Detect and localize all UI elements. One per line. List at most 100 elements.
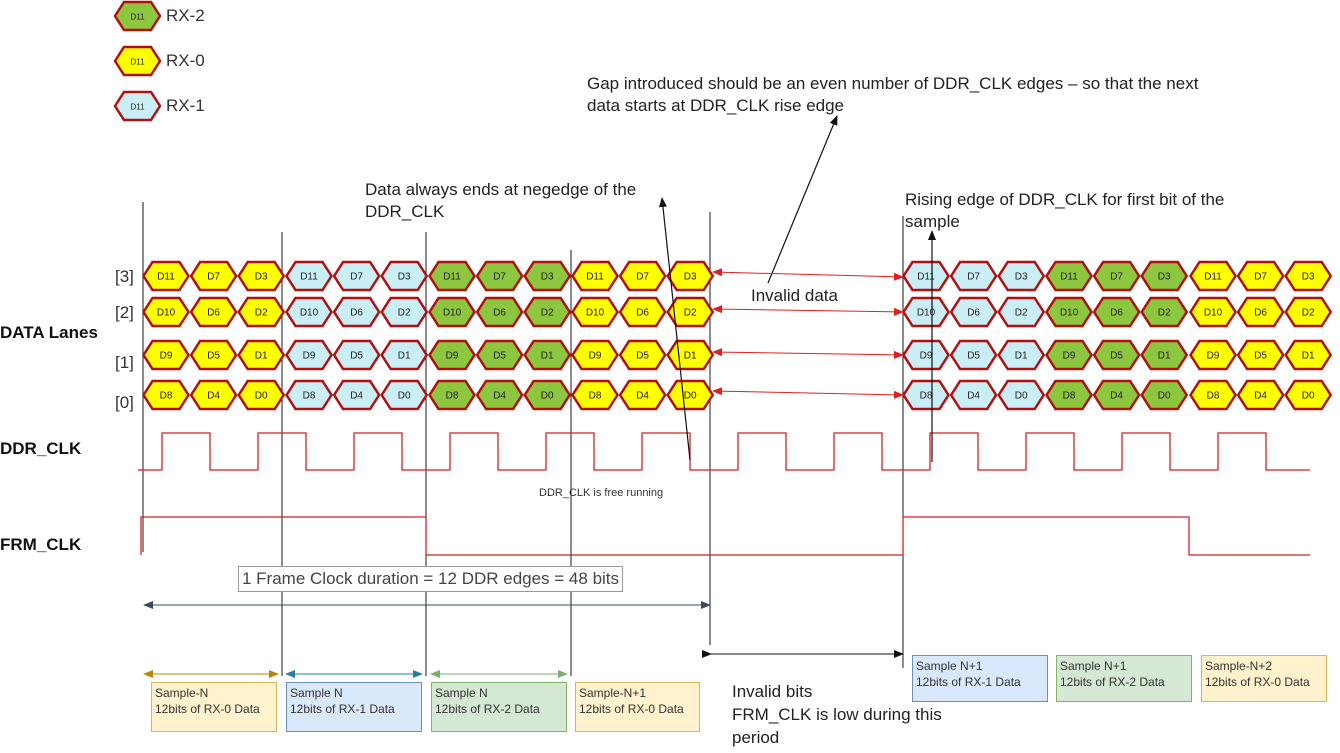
- data-cell: D10: [285, 296, 333, 328]
- data-cell-label: D6: [636, 308, 649, 319]
- data-cell-shape: [237, 339, 286, 371]
- data-cell: D7: [949, 260, 998, 292]
- data-cell: D3: [380, 260, 429, 292]
- data-cell-shape: [332, 296, 381, 328]
- data-cell: D2: [380, 296, 429, 328]
- data-cell-label: D4: [1254, 391, 1267, 402]
- data-cell-label: D0: [541, 391, 554, 402]
- data-cell-shape: [285, 379, 333, 411]
- data-cell-label: D10: [443, 308, 462, 319]
- data-cell-shape: [1092, 339, 1141, 371]
- data-cell: D5: [332, 339, 381, 371]
- annotation-arrows: [658, 115, 936, 462]
- lane-label-3: [3]: [115, 267, 134, 286]
- data-cell-shape: [332, 339, 381, 371]
- invalid-bits-note: Invalid bits FRM_CLK is low during this …: [732, 682, 942, 747]
- data-cell-label: D5: [636, 351, 649, 362]
- data-cell: D0: [237, 379, 286, 411]
- data-cell-label: D4: [493, 391, 506, 402]
- data-cell: D4: [475, 379, 524, 411]
- data-cell: D2: [1284, 296, 1333, 328]
- data-cell: D8: [428, 379, 476, 411]
- data-cell-shape: [428, 379, 476, 411]
- data-cell-shape: [237, 379, 286, 411]
- data-cell-label: D8: [303, 391, 316, 402]
- data-cell-label: D8: [1207, 391, 1220, 402]
- data-cell-shape: [428, 339, 476, 371]
- sample-box-title: Sample N: [435, 686, 488, 700]
- free-running-note: DDR_CLK is free running: [539, 487, 664, 499]
- data-cell-shape: [523, 339, 572, 371]
- data-cell: D9: [571, 339, 619, 371]
- data-cell-shape: [523, 296, 572, 328]
- data-cell-shape: [1045, 296, 1093, 328]
- data-cell: D1: [997, 339, 1046, 371]
- data-cell-label: D1: [1015, 351, 1028, 362]
- sample-box-title: Sample-N+2: [1205, 659, 1273, 673]
- data-cell: D7: [189, 260, 238, 292]
- sample-box: Sample N+1 12bits of RX-2 Data: [1056, 655, 1192, 702]
- data-cell-shape: [380, 379, 429, 411]
- data-cell: D9: [902, 339, 950, 371]
- gap-note: Gap introduced should be an even number …: [587, 74, 1199, 115]
- sample-box-desc: 12bits of RX-2 Data: [435, 702, 540, 716]
- data-cell-label: D6: [493, 308, 506, 319]
- data-cell-label: D4: [207, 391, 220, 402]
- data-cell: D11: [142, 260, 190, 292]
- data-lanes-label: DATA Lanes: [0, 323, 98, 342]
- data-cell: D7: [475, 260, 524, 292]
- data-cell: D2: [1140, 296, 1189, 328]
- data-cell-label: D10: [1060, 308, 1079, 319]
- data-cell-label: D5: [207, 351, 220, 362]
- data-cell-shape: [189, 339, 238, 371]
- data-cell: D1: [237, 339, 286, 371]
- data-cell-label: D5: [350, 351, 363, 362]
- invalid-data-arrow: [712, 268, 904, 281]
- data-cell-label: D11: [443, 272, 461, 283]
- data-cell-label: D6: [967, 308, 980, 319]
- data-cell: D0: [1140, 379, 1189, 411]
- sample-boundary-lines: [142, 202, 904, 676]
- data-cell-shape: [142, 339, 190, 371]
- data-cell: D3: [997, 260, 1046, 292]
- data-cell-shape: [949, 379, 998, 411]
- data-cell: D10: [428, 296, 476, 328]
- data-cell-label: D8: [160, 391, 173, 402]
- data-cell-shape: [1140, 339, 1189, 371]
- data-cell-shape: [1236, 260, 1285, 292]
- data-cell-label: D10: [586, 308, 605, 319]
- data-cell-label: D8: [589, 391, 602, 402]
- data-cell-shape: [475, 339, 524, 371]
- data-cell-shape: [285, 260, 333, 292]
- data-cell-label: D2: [398, 308, 411, 319]
- data-cell-shape: [571, 260, 619, 292]
- data-cell-label: D1: [255, 351, 268, 362]
- data-cell-shape: [332, 260, 381, 292]
- data-cell-shape: [142, 379, 190, 411]
- negedge-note: Data always ends at negedge of the DDR_C…: [365, 180, 637, 221]
- data-cell-label: D7: [207, 272, 220, 283]
- data-cell-shape: [1045, 260, 1093, 292]
- data-cell-shape: [1236, 296, 1285, 328]
- data-cell-shape: [1284, 260, 1333, 292]
- data-cell-label: D1: [684, 351, 697, 362]
- data-cell-label: D11: [586, 272, 604, 283]
- data-cell-label: D8: [1063, 391, 1076, 402]
- lane-label-1: [1]: [115, 353, 134, 372]
- data-cell-shape: [902, 339, 950, 371]
- data-cell-shape: [571, 339, 619, 371]
- data-cell: D7: [1092, 260, 1141, 292]
- data-cell-label: D11: [130, 103, 145, 112]
- data-cell-shape: [997, 339, 1046, 371]
- lane-label-2: [2]: [115, 303, 134, 322]
- sample-box-title: Sample-N: [155, 686, 209, 700]
- data-cell-label: D5: [967, 351, 980, 362]
- data-cell: D5: [949, 339, 998, 371]
- data-cell-shape: [1140, 260, 1189, 292]
- data-cell-shape: [1284, 296, 1333, 328]
- data-cell: D8: [571, 379, 619, 411]
- data-cell-label: D2: [541, 308, 554, 319]
- data-cell-label: D11: [130, 58, 145, 67]
- data-cell-label: D0: [684, 391, 697, 402]
